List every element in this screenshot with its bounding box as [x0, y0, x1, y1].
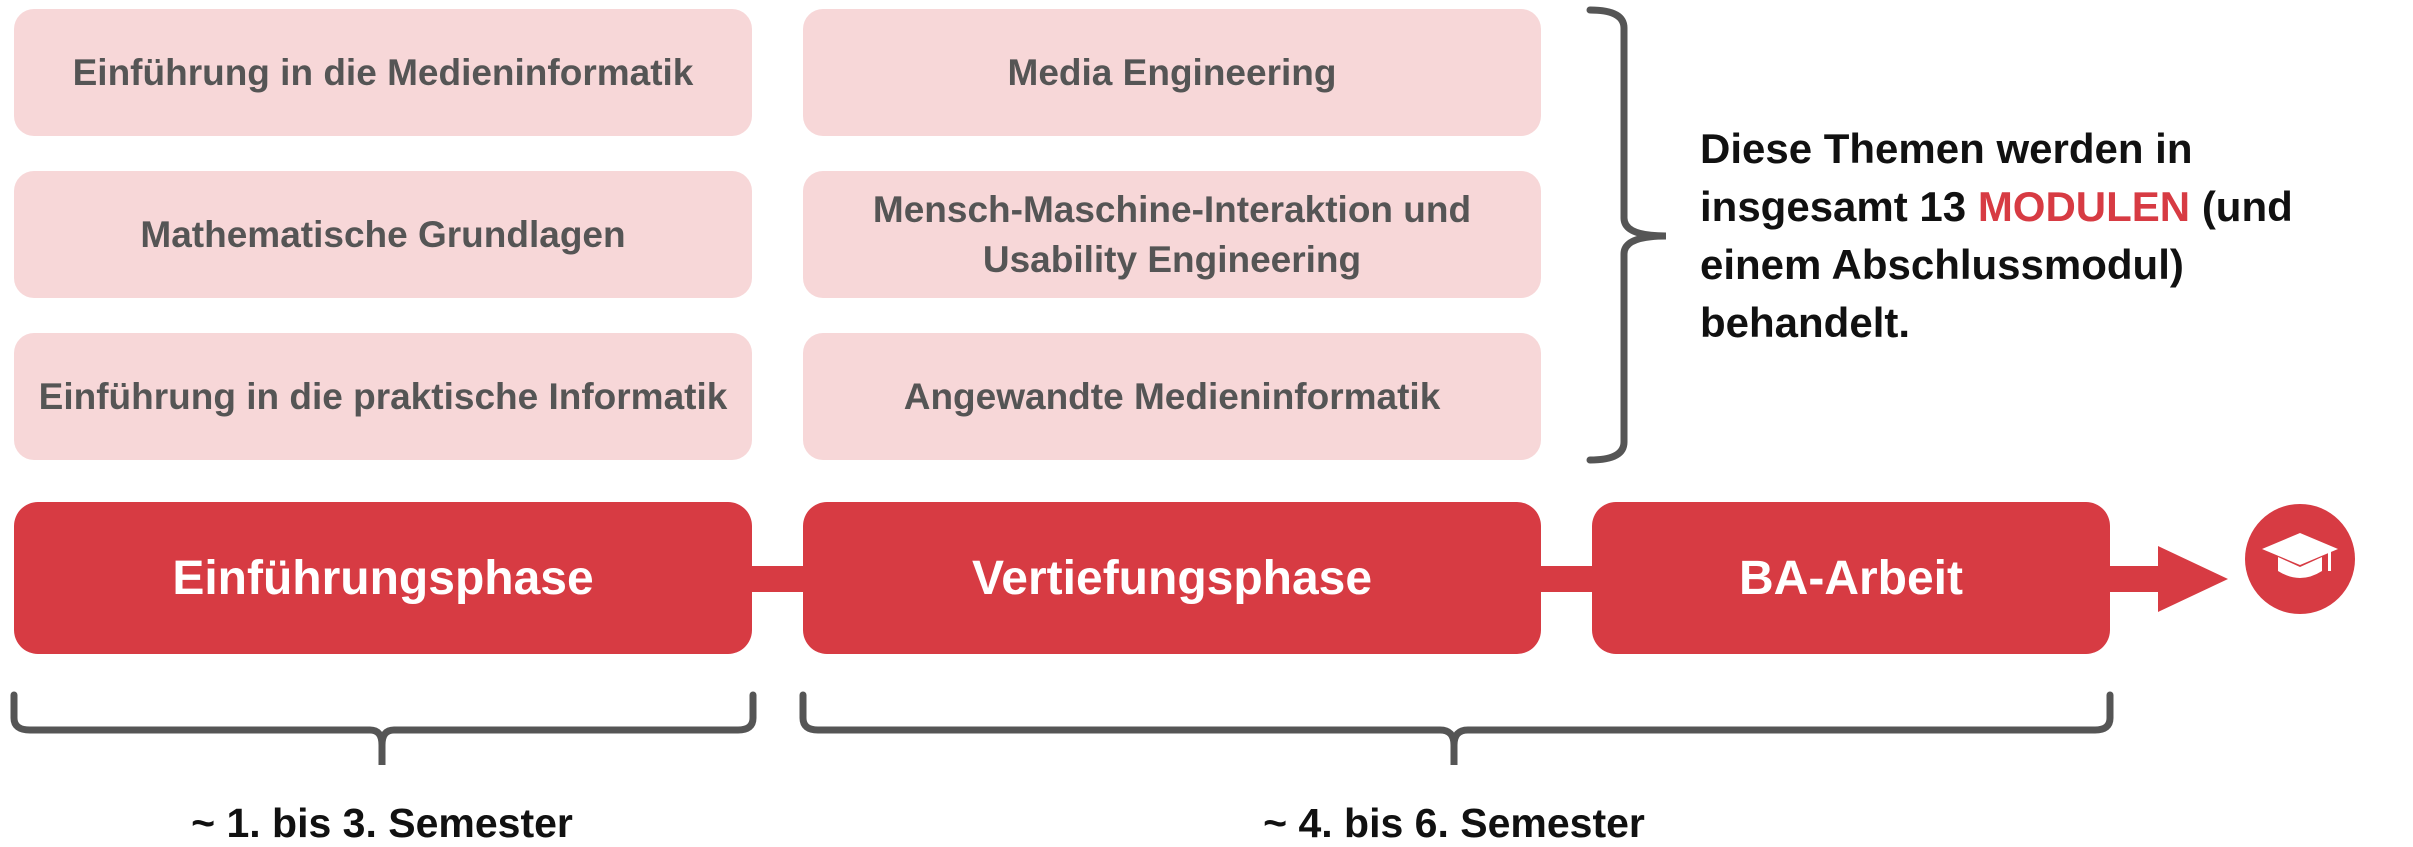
phase-connector-2 — [1539, 566, 1595, 592]
phase-einfuehrung: Einführungsphase — [14, 502, 752, 654]
graduation-cap-glyph — [2262, 533, 2338, 578]
arrow-head — [2158, 546, 2228, 612]
topic-media-engineering: Media Engineering — [803, 9, 1541, 136]
phase-label: BA-Arbeit — [1739, 551, 1963, 605]
topic-label: Mathematische Grundlagen — [140, 213, 626, 255]
modules-summary: Diese Themen werden in insgesamt 13 MODU… — [1700, 120, 2340, 352]
phase-label: Vertiefungsphase — [971, 551, 1373, 605]
topic-label: Mensch-Maschine-Interaktion und Usabilit… — [872, 188, 1472, 280]
summary-text-end: (und einem Abschlussmodul) behandelt. — [1700, 183, 2293, 346]
topic-label: Einführung in die Medieninformatik — [72, 51, 694, 93]
topics-bracket — [1586, 6, 1667, 464]
phase-ba-arbeit: BA-Arbeit — [1592, 502, 2110, 654]
arrow-shaft — [2108, 566, 2160, 592]
semester-label-1: ~ 1. bis 3. Semester — [191, 800, 573, 846]
topic-label: Media Engineering — [1007, 51, 1337, 93]
topic-angewandte-medieninformatik: Angewandte Medieninformatik — [803, 333, 1541, 460]
topic-einfuehrung-medieninformatik: Einführung in die Medieninformatik — [14, 9, 752, 136]
graduation-cap-icon — [2245, 504, 2355, 614]
topic-label: Einführung in die praktische Informatik — [38, 375, 728, 417]
semester-bracket-1 — [10, 691, 757, 765]
summary-text-start: Diese Themen werden in insgesamt 13 — [1700, 125, 2193, 230]
phase-label: Einführungsphase — [172, 551, 594, 605]
topic-mensch-maschine-interaktion: Mensch-Maschine-Interaktion und Usabilit… — [803, 171, 1541, 298]
topic-praktische-informatik: Einführung in die praktische Informatik — [14, 333, 752, 460]
phase-vertiefung: Vertiefungsphase — [803, 502, 1541, 654]
summary-highlight: MODULEN — [1977, 183, 2191, 230]
phase-connector-1 — [750, 566, 806, 592]
semester-bracket-2 — [799, 691, 2114, 765]
semester-label-2: ~ 4. bis 6. Semester — [1263, 800, 1645, 846]
topic-label: Angewandte Medieninformatik — [903, 375, 1441, 417]
topic-mathematische-grundlagen: Mathematische Grundlagen — [14, 171, 752, 298]
